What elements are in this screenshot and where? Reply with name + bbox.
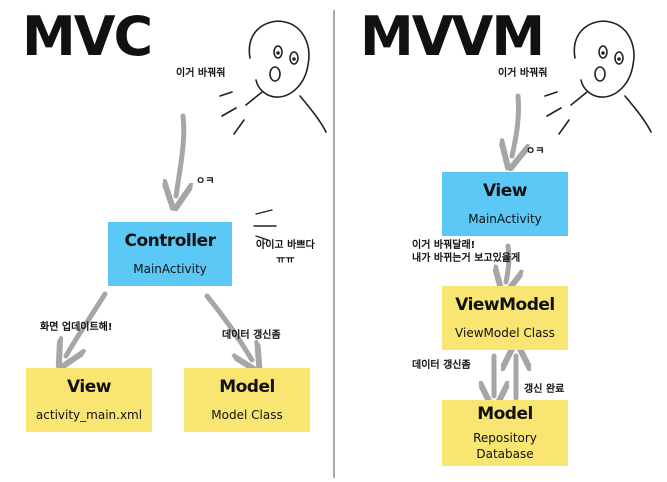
mvvm-request-line1: 이거 바꿔달래! (412, 240, 476, 251)
mvvm-title: MVVM (360, 5, 545, 68)
mvvm-ok-text: ㅇㅋ (526, 146, 545, 157)
mvvm-view-sub: MainActivity (468, 211, 542, 226)
mvc-busy-text: 아이고 바쁘다 ㅠㅠ (256, 240, 315, 267)
mvvm-update-data-text: 데이터 갱신좀 (412, 360, 471, 371)
mvvm-request-line2: 내가 바뀌는거 보고있을게 (412, 252, 521, 264)
mvvm-model-sub-line1: Repository (473, 430, 537, 445)
mvc-update-data-text: 데이터 갱신좀 (222, 330, 281, 341)
mvvm-model-sub: Repository Database (473, 430, 537, 462)
mvvm-model-title: Model (477, 403, 533, 424)
mvc-person-icon (219, 20, 327, 135)
mvc-model-sub: Model Class (211, 407, 283, 422)
mvc-controller-title: Controller (124, 230, 216, 251)
mvc-model-box: Model Model Class (184, 368, 310, 432)
mvc-arrows (66, 113, 252, 360)
mvc-speech-text: 이거 바꿔줘 (176, 68, 226, 79)
mvc-view-box: View activity_main.xml (26, 368, 152, 432)
mvvm-model-box: Model Repository Database (442, 400, 568, 466)
mvvm-request-text: 이거 바꿔달래! 내가 바뀌는거 보고있을게 (412, 240, 520, 265)
mvc-update-screen-text: 화면 업데이트해! (40, 322, 113, 333)
mvc-busy-line2: ㅠㅠ (276, 254, 295, 266)
mvvm-person-icon (544, 20, 652, 135)
mvc-view-sub: activity_main.xml (35, 407, 143, 422)
mvvm-speech-text: 이거 바꿔줘 (498, 68, 548, 79)
mvvm-model-sub-line2: Database (476, 447, 534, 461)
mvc-controller-box: Controller MainActivity (108, 222, 232, 286)
mvvm-arrows (494, 93, 519, 398)
mvc-controller-sub: MainActivity (133, 261, 207, 276)
mvc-busy-marks (253, 209, 277, 241)
mvvm-view-title: View (483, 180, 527, 201)
mvc-ok-text: ㅇㅋ (196, 176, 215, 187)
mvvm-viewmodel-sub: ViewModel Class (455, 325, 555, 340)
mvc-title: MVC (22, 5, 153, 68)
mvc-view-title: View (67, 376, 111, 397)
mvvm-update-done-text: 갱신 완료 (524, 384, 565, 395)
mvc-model-title: Model (219, 376, 275, 397)
mvvm-view-box: View MainActivity (442, 172, 568, 236)
mvvm-viewmodel-box: ViewModel ViewModel Class (442, 286, 568, 350)
mvvm-viewmodel-title: ViewModel (455, 294, 555, 315)
mvc-busy-line1: 아이고 바쁘다 (256, 240, 315, 251)
